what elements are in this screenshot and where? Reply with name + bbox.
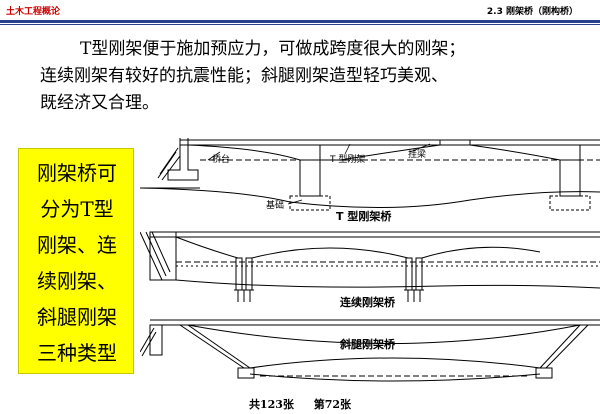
t-frame-bridge-diagram	[140, 138, 600, 211]
t-frame-leader	[344, 143, 351, 155]
intro-paragraph: T型刚架便于施加预应力，可做成跨度很大的刚架； 连续刚架有较好的抗震性能；斜腿刚…	[40, 36, 588, 117]
continuous-bridge-diagram	[140, 231, 600, 302]
callout-line: 续刚架、	[37, 269, 117, 293]
hanging-beam-leader	[409, 143, 431, 153]
total-slides: 共123张	[248, 398, 294, 411]
course-title: 土木工程概论	[6, 7, 61, 17]
inclined-leg-bridge-diagram	[140, 319, 600, 382]
bridge-types-callout: 刚架桥可 分为T型 刚架、连 续刚架、 斜腿刚架 三种类型	[18, 148, 134, 374]
callout-line: 分为T型	[40, 197, 114, 221]
label-hanging-beam: 挂梁	[408, 148, 426, 160]
continuous-bridge-title: 连续刚架桥	[340, 295, 396, 309]
current-slide: 第72张	[313, 398, 352, 411]
header-divider-thin	[0, 24, 600, 25]
foundation-leader	[287, 199, 303, 205]
section-title: 2.3 刚架桥（刚构桥）	[486, 7, 578, 17]
label-foundation: 基础	[266, 199, 284, 211]
paragraph-line-3: 既经济又合理。	[40, 93, 159, 113]
abutment-leader	[207, 151, 221, 161]
callout-line: 刚架、连	[37, 233, 117, 257]
paragraph-line-1: T型刚架便于施加预应力，可做成跨度很大的刚架；	[80, 39, 466, 59]
rigid-frame-bridge-diagrams: 桥台 T 型刚架 挂梁 基础 T 型刚架桥 连续刚架桥	[140, 138, 600, 382]
callout-line: 三种类型	[37, 341, 117, 365]
slide-footer: 共123张 第72张	[0, 396, 600, 412]
inclined-leg-bridge-title: 斜腿刚架桥	[339, 337, 396, 351]
label-abutment: 桥台	[212, 153, 230, 165]
paragraph-line-2: 连续刚架有较好的抗震性能；斜腿刚架造型轻巧美观、	[40, 66, 448, 86]
callout-line: 斜腿刚架	[37, 305, 117, 329]
callout-line: 刚架桥可	[37, 161, 117, 185]
header-divider	[0, 20, 600, 23]
t-frame-bridge-title: T 型刚架桥	[336, 209, 392, 223]
label-t-frame: T 型刚架	[329, 154, 365, 165]
